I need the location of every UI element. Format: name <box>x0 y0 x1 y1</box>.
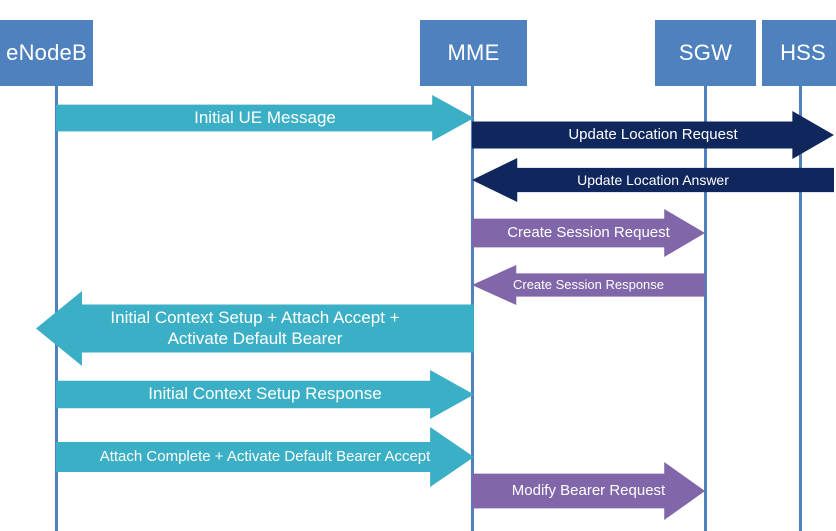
message-attach-complete-activate-default-bearer-accept[interactable]: Attach Complete + Activate Default Beare… <box>56 427 474 487</box>
message-initial-context-setup-response[interactable]: Initial Context Setup Response <box>56 370 474 419</box>
node-label-sgw: SGW <box>678 40 733 65</box>
message-label-initial-context-setup-attach-accept: Initial Context Setup + Attach Accept +A… <box>110 308 400 348</box>
arrow-shape-attach-complete-activate-default-bearer-accept <box>56 427 474 487</box>
message-initial-context-setup-attach-accept[interactable]: Initial Context Setup + Attach Accept +A… <box>36 291 474 366</box>
message-label-create-session-request: Create Session Request <box>507 224 670 242</box>
arrow-shape-create-session-request <box>472 209 705 257</box>
arrow-shape-initial-context-setup-attach-accept <box>36 291 474 366</box>
message-label-create-session-response: Create Session Response <box>512 277 665 293</box>
node-label-mme: MME <box>447 40 500 65</box>
node-label-enodeb: eNodeB <box>6 40 87 65</box>
arrow-shape-modify-bearer-request <box>472 462 705 520</box>
node-box-sgw[interactable]: SGW <box>655 20 756 86</box>
message-label-initial-ue-message: Initial UE Message <box>194 107 336 127</box>
message-label-initial-context-setup-response: Initial Context Setup Response <box>148 384 382 404</box>
message-modify-bearer-request[interactable]: Modify Bearer Request <box>472 462 705 520</box>
arrow-shape-initial-ue-message <box>56 95 474 141</box>
arrow-shape-update-location-answer <box>472 158 834 202</box>
message-label-update-location-answer: Update Location Answer <box>577 171 729 188</box>
message-label-update-location-request: Update Location Request <box>568 126 738 144</box>
message-label-attach-complete-activate-default-bearer-accept: Attach Complete + Activate Default Beare… <box>99 448 431 466</box>
message-create-session-response[interactable]: Create Session Response <box>472 265 705 305</box>
node-box-mme[interactable]: MME <box>420 20 527 86</box>
message-label-modify-bearer-request: Modify Bearer Request <box>511 482 666 500</box>
message-update-location-answer[interactable]: Update Location Answer <box>472 158 834 202</box>
node-box-hss[interactable]: HSS <box>762 20 836 86</box>
message-initial-ue-message[interactable]: Initial UE Message <box>56 95 474 141</box>
arrow-shape-initial-context-setup-response <box>56 370 474 419</box>
arrow-shape-update-location-request <box>472 111 834 159</box>
message-create-session-request[interactable]: Create Session Request <box>472 209 705 257</box>
lifeline-enodeb <box>55 86 58 531</box>
lifeline-hss <box>799 86 802 531</box>
node-label-hss: HSS <box>780 40 826 65</box>
message-update-location-request[interactable]: Update Location Request <box>472 111 834 159</box>
arrow-shape-create-session-response <box>472 265 705 305</box>
node-box-enodeb[interactable]: eNodeB <box>0 20 93 86</box>
lifeline-sgw <box>704 86 707 531</box>
